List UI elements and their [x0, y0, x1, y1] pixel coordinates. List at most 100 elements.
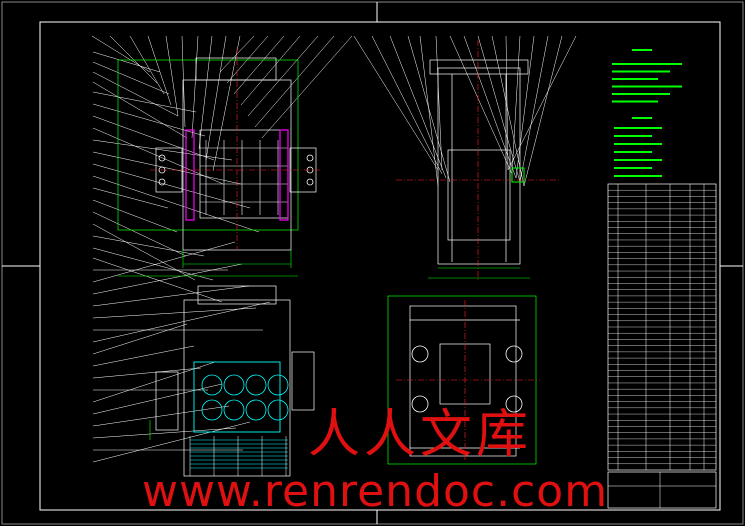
side-box: [447, 149, 511, 241]
leader-line-left: [92, 103, 206, 137]
leader-line-left: [92, 405, 230, 427]
hatched-housing: [193, 361, 281, 433]
leader-line-top: [233, 35, 285, 95]
right-support: [291, 351, 315, 411]
leader-line-left: [92, 211, 187, 257]
watermark-chinese: 人人文库: [308, 405, 533, 465]
side-top-beam: [429, 59, 529, 75]
leader-line-side: [463, 35, 517, 179]
right-cylinder: [279, 129, 289, 221]
leader-line-left: [92, 127, 224, 185]
plan-wheel: [411, 345, 429, 363]
leader-line-left: [92, 81, 188, 139]
leader-line-left: [92, 301, 271, 343]
leader-line-left: [92, 285, 250, 307]
roll-section: [245, 374, 267, 396]
leader-line-left: [92, 383, 223, 415]
top-view: [387, 295, 540, 465]
leader-line-side: [505, 35, 509, 171]
side-view: [396, 40, 560, 280]
leader-line-top: [261, 35, 353, 139]
bolt: [306, 154, 314, 162]
leader-line-left: [92, 263, 243, 295]
leader-line-left: [92, 51, 161, 73]
leader-line-left: [92, 163, 251, 209]
leader-line-side: [435, 35, 443, 171]
leader-line-top: [226, 35, 269, 84]
leader-line-left: [92, 307, 257, 319]
leader-line-left: [92, 91, 197, 113]
leader-line-left: [92, 199, 178, 233]
leader-line-top: [181, 35, 186, 128]
gearbox-body: [199, 129, 289, 219]
dimension-frame: [117, 59, 299, 231]
roll-section: [201, 374, 223, 396]
leader-line-left: [92, 235, 205, 257]
leader-line-left: [92, 247, 214, 281]
roll-section: [201, 399, 223, 421]
watermark-url: www.renrendoc.com: [142, 466, 609, 517]
plan-wheel: [411, 395, 429, 413]
leader-line-top: [205, 35, 227, 161]
leader-line-side: [519, 35, 549, 183]
plan-wheel: [505, 395, 523, 413]
technical-notes-panel: [612, 49, 682, 177]
green-marker: [511, 167, 525, 183]
leader-line-side: [491, 35, 525, 187]
section-frame: [183, 299, 291, 477]
side-frame: [437, 67, 521, 265]
leader-line-left: [92, 139, 233, 161]
leader-line-top: [165, 35, 179, 117]
leader-line-top: [129, 35, 165, 95]
leader-line-left: [92, 257, 223, 303]
roll-section: [223, 399, 245, 421]
parts-list-table: [607, 183, 717, 509]
leader-line-side: [515, 35, 535, 179]
leader-line-top: [191, 35, 199, 139]
leader-line-left: [92, 345, 195, 367]
bolt: [158, 178, 166, 186]
leader-line-side: [353, 35, 439, 171]
leader-line-top: [212, 35, 241, 172]
leader-line-side: [371, 35, 443, 175]
bolt: [306, 178, 314, 186]
leader-line-left: [92, 71, 179, 117]
leader-line-left: [92, 61, 170, 95]
leader-line-left: [92, 175, 260, 233]
leader-line-top: [198, 35, 213, 150]
left-support: [155, 371, 179, 431]
leader-line-left: [92, 115, 215, 161]
plan-frame: [409, 305, 517, 457]
leader-line-top: [247, 35, 319, 117]
leader-line-top: [109, 35, 158, 84]
leader-line-left: [92, 151, 242, 185]
title-block: [607, 471, 717, 509]
bolt: [158, 154, 166, 162]
leader-line-top: [240, 35, 301, 106]
part-leader-lines: [91, 35, 577, 463]
roll-section: [267, 399, 289, 421]
front-view-section: [149, 285, 315, 477]
roll-section: [223, 374, 245, 396]
leader-line-side: [511, 35, 521, 175]
left-cylinder: [185, 129, 195, 221]
leader-line-left: [92, 421, 251, 463]
leader-line-left: [92, 367, 202, 379]
roll-section: [267, 374, 289, 396]
leader-line-left: [92, 427, 237, 439]
section-top-beam: [197, 285, 277, 305]
leader-line-top: [254, 35, 335, 128]
leader-line-side: [507, 35, 577, 171]
leader-line-top: [147, 35, 172, 106]
leader-line-left: [92, 241, 236, 283]
leader-line-side: [449, 35, 513, 175]
leader-line-left: [92, 361, 216, 403]
front-view-top: [117, 48, 320, 277]
leader-line-side: [523, 35, 563, 187]
plan-wheel: [505, 345, 523, 363]
leader-line-side: [389, 35, 447, 179]
roll-section: [245, 399, 267, 421]
